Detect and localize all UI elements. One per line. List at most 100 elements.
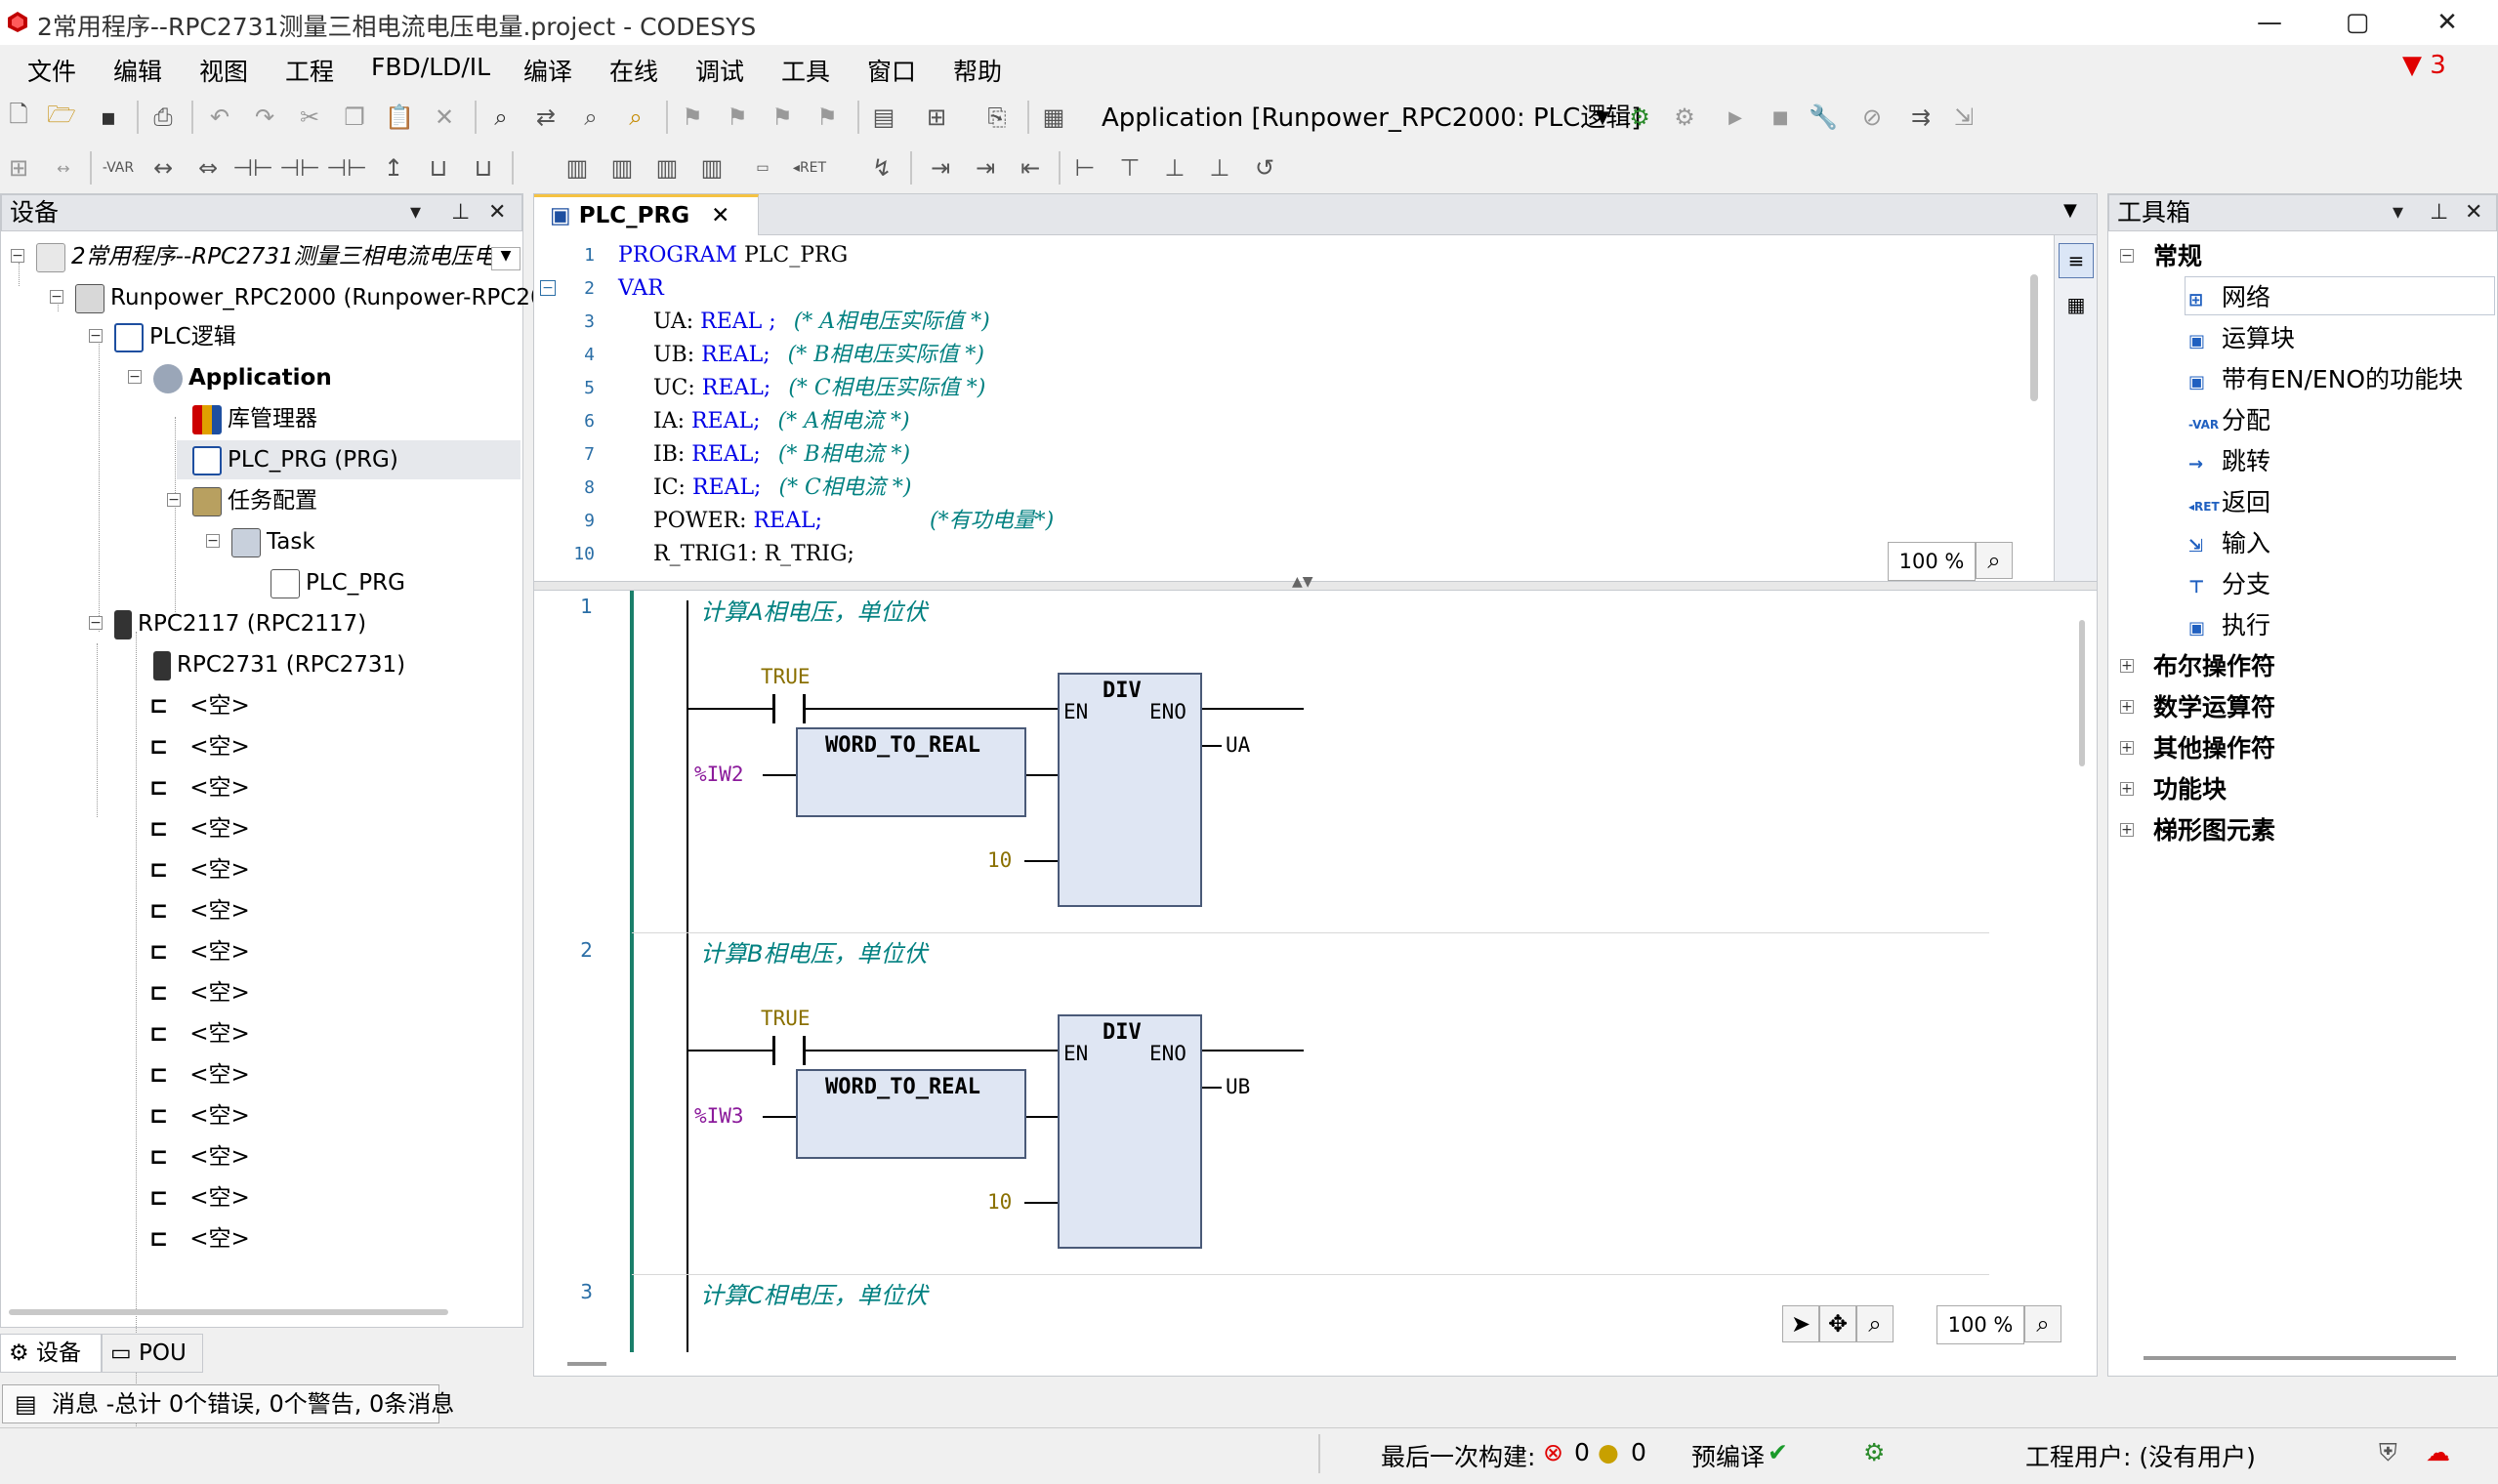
insert-branch-below-icon[interactable]: ⊥: [1164, 154, 1186, 182]
tree-item-empty-slot[interactable]: ⊏<空>: [149, 891, 250, 930]
tree-item-empty-slot[interactable]: ⊏<空>: [149, 727, 250, 766]
code-line[interactable]: POWER: REAL;(*有功电量*): [653, 505, 1054, 538]
collapse-icon[interactable]: −: [89, 328, 103, 344]
close-tab-icon[interactable]: ✕: [711, 203, 730, 228]
select-pointer-icon[interactable]: ➤: [1782, 1305, 1819, 1342]
menu-project[interactable]: 工程: [285, 58, 335, 86]
set-branch-end-icon[interactable]: ↺: [1254, 154, 1275, 182]
insert-label-icon[interactable]: ⇔: [197, 154, 219, 182]
network-title[interactable]: 计算C相电压，单位伏: [700, 1282, 928, 1309]
toolbox-item[interactable]: ⊞网络: [2188, 278, 2270, 317]
collapse-icon[interactable]: −: [167, 492, 181, 508]
find-icon[interactable]: ⌕: [494, 103, 508, 131]
negate-icon[interactable]: ↯: [871, 154, 893, 182]
contact-label[interactable]: TRUE: [761, 1007, 811, 1030]
toolbox-item[interactable]: ◂RET返回: [2188, 483, 2270, 522]
toolbox-item[interactable]: ⊤分支: [2188, 565, 2270, 604]
tree-item-empty-slot[interactable]: ⊏<空>: [149, 932, 250, 971]
insert-assignment-icon[interactable]: -VAR: [102, 160, 135, 176]
insert-box-en-icon[interactable]: ▥: [610, 154, 634, 182]
menu-view[interactable]: 视图: [199, 58, 249, 86]
insert-reset-coil-icon[interactable]: ⊔: [474, 154, 493, 182]
vertical-scrollbar[interactable]: [2079, 620, 2085, 766]
textual-view-icon[interactable]: ≡: [2059, 243, 2094, 278]
toolbox-item[interactable]: ▣运算块: [2188, 319, 2295, 358]
tree-item-rpc2731[interactable]: RPC2731 (RPC2731): [153, 645, 405, 684]
horizontal-scrollbar[interactable]: [9, 1309, 448, 1315]
tree-item-plc-prg[interactable]: PLC_PRG (PRG): [177, 440, 520, 479]
insert-set-coil-icon[interactable]: ⊔: [429, 154, 448, 182]
tree-item-library-manager[interactable]: 库管理器: [192, 399, 317, 438]
code-line[interactable]: UA: REAL ;(* A相电压实际值 *): [653, 306, 990, 339]
logout-icon[interactable]: ⚙: [1674, 103, 1695, 131]
code-line[interactable]: UC: REAL;(* C相电压实际值 *): [653, 372, 985, 405]
menu-window[interactable]: 窗口: [867, 58, 917, 86]
code-line[interactable]: R_TRIG1: R_TRIG;: [653, 538, 854, 571]
tree-item-task[interactable]: Task: [231, 522, 315, 561]
contact-symbol[interactable]: [772, 694, 806, 723]
div-block[interactable]: [1058, 1014, 1202, 1249]
insert-contact-icon[interactable]: ⊣⊢: [232, 154, 273, 182]
find-replace-project-icon[interactable]: ⌕: [629, 103, 643, 131]
menu-fbd-ld-il[interactable]: FBD/LD/IL: [371, 53, 491, 81]
insert-assignment-disabled-icon[interactable]: ↔: [57, 158, 70, 178]
set-reset-icon[interactable]: ⇥: [975, 154, 996, 182]
replace-icon[interactable]: ⇄: [535, 103, 557, 131]
print-icon[interactable]: ⎙: [153, 103, 173, 131]
tree-item-plc-prg-call[interactable]: PLC_PRG: [271, 563, 405, 602]
menu-help[interactable]: 帮助: [953, 58, 1003, 86]
open-folder-icon[interactable]: 🗁: [47, 100, 76, 128]
toolbox-category[interactable]: 功能块: [2153, 775, 2227, 804]
maximize-button[interactable]: ▢: [2345, 8, 2370, 37]
security-shield-icon[interactable]: ⛨: [2379, 1438, 2397, 1466]
message-filter-badge[interactable]: ▼ 3: [2402, 51, 2446, 80]
fbd-body[interactable]: 1 计算A相电压，单位伏 TRUE DIV EN ENO UA WORD_TO_…: [534, 591, 2097, 1362]
tab-devices[interactable]: ⚙ 设备: [0, 1334, 102, 1373]
zoom-magnifier-icon[interactable]: ⌕: [2024, 1305, 2061, 1342]
tree-item-application[interactable]: Application: [153, 358, 332, 397]
word-to-real-block[interactable]: [796, 1069, 1026, 1159]
online-status-icon[interactable]: ⚙: [1863, 1438, 1886, 1466]
tree-item-empty-slot[interactable]: ⊏<空>: [149, 1219, 250, 1258]
menu-debug[interactable]: 调试: [695, 58, 745, 86]
close-panel-icon[interactable]: ✕: [488, 200, 507, 225]
code-line[interactable]: IA: REAL;(* A相电流 *): [653, 405, 910, 438]
tree-item-empty-slot[interactable]: ⊏<空>: [149, 686, 250, 725]
redo-icon[interactable]: ↷: [254, 103, 275, 131]
delete-icon[interactable]: ✕: [434, 103, 455, 131]
vertical-scrollbar[interactable]: [2030, 274, 2038, 401]
toolbox-item[interactable]: →跳转: [2188, 442, 2270, 481]
expand-icon[interactable]: +: [2120, 658, 2134, 674]
collapse-icon[interactable]: −: [11, 248, 24, 264]
code-line[interactable]: IB: REAL;(* B相电流 *): [653, 438, 910, 472]
stop-icon[interactable]: ■: [1771, 106, 1789, 128]
insert-return-icon[interactable]: ▭: [756, 160, 770, 176]
insert-ret-icon[interactable]: ◂RET: [792, 160, 827, 176]
messages-tab[interactable]: ▤ 消息 -总计 0个错误, 0个警告, 0条消息: [2, 1384, 454, 1423]
code-line[interactable]: VAR: [618, 272, 664, 306]
tree-item-plc-logic[interactable]: PLC逻辑: [114, 317, 236, 356]
expand-icon[interactable]: +: [2120, 822, 2134, 838]
tree-item-empty-slot[interactable]: ⊏<空>: [149, 1014, 250, 1053]
tab-plc-prg[interactable]: ▣ PLC_PRG ✕: [534, 194, 759, 235]
start-icon[interactable]: ▶: [1728, 106, 1742, 128]
insert-branch-icon[interactable]: ⊢: [1074, 154, 1096, 182]
tree-item-empty-slot[interactable]: ⊏<空>: [149, 1137, 250, 1176]
collapse-icon[interactable]: −: [89, 615, 103, 631]
properties-icon[interactable]: ⎘: [987, 103, 1007, 131]
pin-icon[interactable]: ⊥: [2430, 200, 2449, 225]
force-values-icon[interactable]: ⇲: [1953, 103, 1975, 131]
insert-box-icon[interactable]: ▥: [565, 154, 589, 182]
prev-bookmark-icon[interactable]: ⚑: [727, 103, 748, 131]
toolbox-category[interactable]: 数学运算符: [2153, 693, 2276, 721]
project-user[interactable]: 工程用户: (没有用户): [2025, 1443, 2256, 1471]
close-panel-icon[interactable]: ✕: [2465, 200, 2483, 225]
code-line[interactable]: PROGRAM PLC_PRG: [618, 239, 848, 272]
next-bookmark-icon[interactable]: ⚑: [771, 103, 793, 131]
insert-parallel-contact-icon[interactable]: ⊣⊢: [326, 154, 367, 182]
breakpoint-icon[interactable]: ⊘: [1861, 103, 1883, 131]
bookmark-icon[interactable]: ⚑: [682, 103, 703, 131]
edge-detect-icon[interactable]: ⇥: [930, 154, 951, 182]
